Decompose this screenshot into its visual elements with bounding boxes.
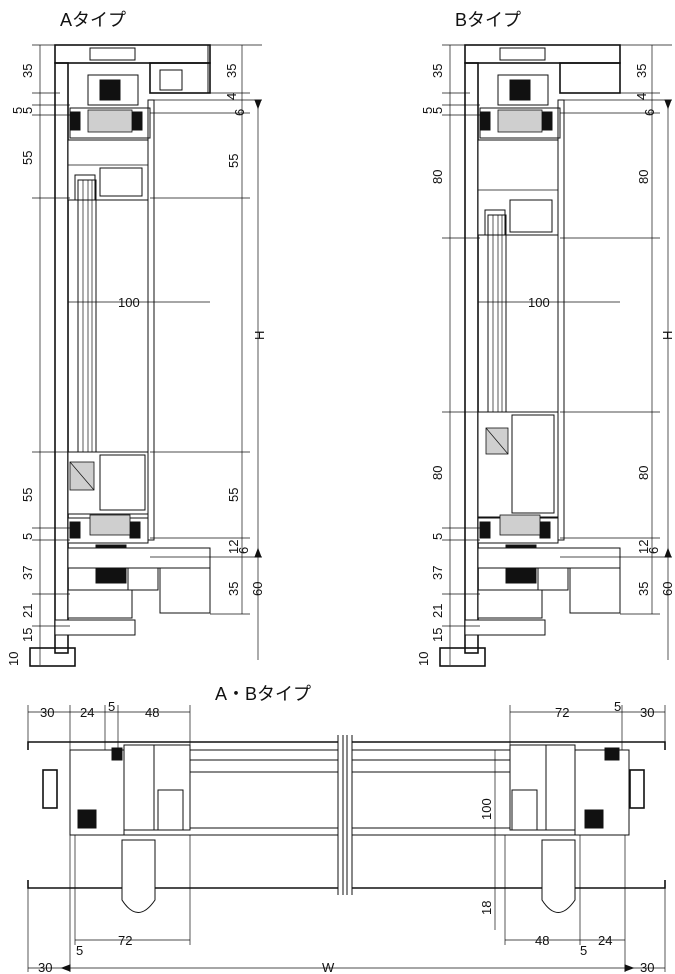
dim-b-right-3: 80 xyxy=(636,170,651,184)
dim-b-left-2: 5 xyxy=(430,107,445,114)
title-a-type: Aタイプ xyxy=(60,10,126,30)
dim-a-left-5: 5 xyxy=(20,533,35,540)
dim-a-left-2: 5 xyxy=(20,107,35,114)
title-ab-type: A・Bタイプ xyxy=(215,684,311,704)
section-a-labels: 35 5 5 55 55 5 37 21 15 10 35 4 6 55 55 … xyxy=(6,64,267,666)
dim-a-left-0: 35 xyxy=(20,64,35,78)
dim-plan-bottom-left-0: 30 xyxy=(38,960,52,974)
dim-a-right-2: 6 xyxy=(232,109,247,116)
dim-a-left-3: 55 xyxy=(20,151,35,165)
dim-plan-bottom-right-2: 24 xyxy=(598,933,612,948)
dim-plan-bottom-right-1: 5 xyxy=(580,943,587,958)
dim-a-left-7: 21 xyxy=(20,604,35,618)
dim-plan-top-left-3: 48 xyxy=(145,705,159,720)
dim-plan-vertical: 100 xyxy=(479,798,494,820)
dim-b-right-7: 35 xyxy=(636,582,651,596)
title-b-type: Bタイプ xyxy=(455,10,521,30)
dim-plan-top-right-1: 5 xyxy=(614,699,621,714)
plan-drawing xyxy=(27,735,666,913)
dim-b-right-4: 80 xyxy=(636,466,651,480)
dim-b-right-5: 12 xyxy=(636,540,651,554)
dim-plan-bottom-left-1: 5 xyxy=(76,943,83,958)
dim-a-right-3: 55 xyxy=(226,154,241,168)
dim-plan-top-right-0: 72 xyxy=(555,705,569,720)
section-b-labels: 35 5 5 80 80 5 37 21 15 10 35 4 6 80 80 … xyxy=(416,64,675,666)
plan-dimensions xyxy=(27,705,666,972)
dim-a-right-1: 4 xyxy=(224,93,239,100)
dim-plan-bottom-right-3: 30 xyxy=(640,960,654,974)
dim-b-left-7: 21 xyxy=(430,604,445,618)
dim-a-left-6: 37 xyxy=(20,566,35,580)
dim-b-left-6: 37 xyxy=(430,566,445,580)
dim-b-right-2: 6 xyxy=(642,109,657,116)
dim-a-left-1: 5 xyxy=(10,107,25,114)
dim-b-left-4: 80 xyxy=(430,466,445,480)
section-b-dimensions xyxy=(442,44,672,665)
dim-b-right-8: 60 xyxy=(660,582,675,596)
dim-plan-width: W xyxy=(322,960,335,974)
dim-a-right-7: 35 xyxy=(226,582,241,596)
dim-b-left-0: 35 xyxy=(430,64,445,78)
section-b-drawing xyxy=(439,44,621,667)
dim-a-left-4: 55 xyxy=(20,488,35,502)
plan-labels: 30 24 5 48 72 5 30 100 18 30 5 72 48 5 2… xyxy=(38,699,654,974)
dim-a-right-8: 60 xyxy=(250,582,265,596)
dim-plan-bottom-left-2: 72 xyxy=(118,933,132,948)
dim-plan-top-right-2: 30 xyxy=(640,705,654,720)
dim-b-right-6: 6 xyxy=(646,547,661,554)
dim-b-left-5: 5 xyxy=(430,533,445,540)
dim-b-left-8: 15 xyxy=(430,628,445,642)
dim-b-right-1: 4 xyxy=(634,93,649,100)
section-a-drawing xyxy=(29,44,211,667)
dim-b-left-1: 5 xyxy=(420,107,435,114)
dim-a-right-6: 6 xyxy=(236,547,251,554)
dim-plan-gap: 18 xyxy=(479,901,494,915)
dim-plan-bottom-right-0: 48 xyxy=(535,933,549,948)
dim-a-left-9: 10 xyxy=(6,652,21,666)
dim-b-left-3: 80 xyxy=(430,170,445,184)
dim-a-center: 100 xyxy=(118,295,140,310)
dim-b-height: H xyxy=(660,331,675,340)
dim-b-right-0: 35 xyxy=(634,64,649,78)
section-a-dimensions xyxy=(32,44,262,665)
dim-a-right-0: 35 xyxy=(224,64,239,78)
dim-a-height: H xyxy=(252,331,267,340)
dim-b-center: 100 xyxy=(528,295,550,310)
dim-plan-top-left-2: 5 xyxy=(108,699,115,714)
dim-b-left-9: 10 xyxy=(416,652,431,666)
dim-a-right-5: 12 xyxy=(226,540,241,554)
dim-a-left-8: 15 xyxy=(20,628,35,642)
dim-plan-top-left-1: 24 xyxy=(80,705,94,720)
dim-a-right-4: 55 xyxy=(226,488,241,502)
dim-plan-top-left-0: 30 xyxy=(40,705,54,720)
